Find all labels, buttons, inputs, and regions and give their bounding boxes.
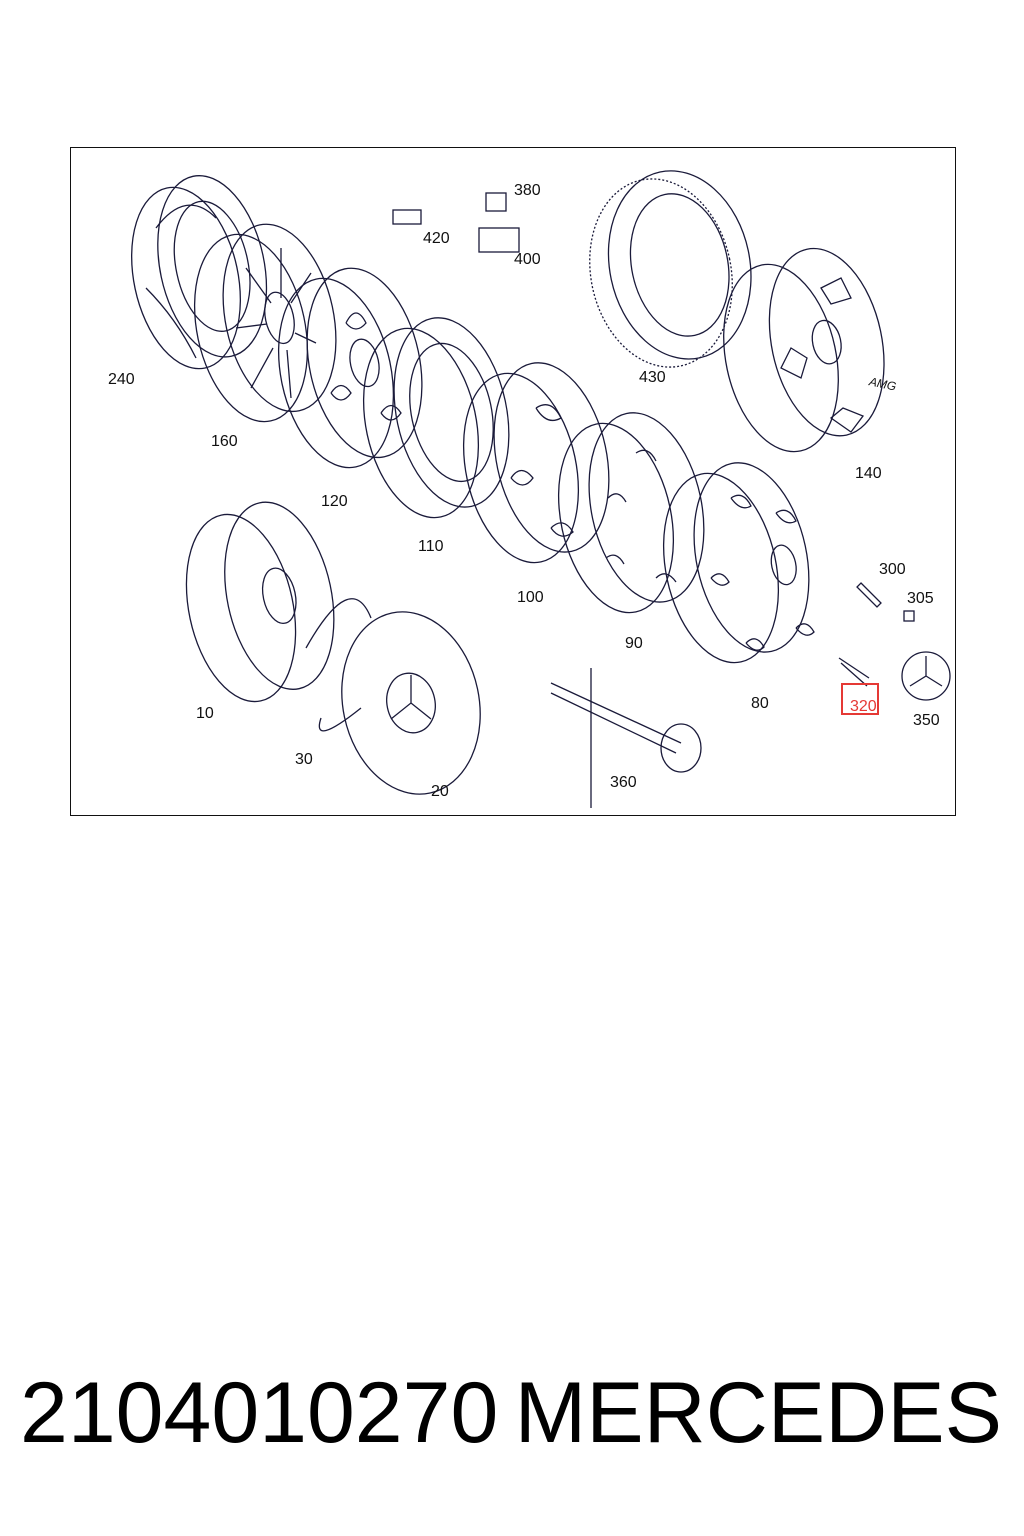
label-120: 120 — [321, 493, 348, 510]
hubcap-20 — [341, 611, 481, 795]
label-20: 20 — [431, 783, 449, 800]
part-number: 2104010270 — [20, 1365, 499, 1461]
ring-30 — [305, 598, 372, 732]
part-400-shape — [478, 227, 520, 253]
tire-430 — [589, 170, 752, 368]
part-420-shape — [392, 209, 422, 225]
cap-305 — [903, 610, 915, 622]
label-305: 305 — [907, 590, 934, 607]
highlight-box-320 — [841, 683, 879, 715]
caption: 2104010270 MERCEDES — [0, 1370, 1024, 1456]
label-380: 380 — [514, 182, 541, 199]
wheel-120 — [277, 267, 423, 469]
exploded-wheel-diagram — [131, 170, 951, 808]
wheel-80 — [662, 462, 815, 664]
label-110: 110 — [418, 538, 444, 555]
label-30: 30 — [295, 751, 313, 768]
label-400: 400 — [514, 251, 541, 268]
label-90: 90 — [625, 635, 643, 652]
wheel-240 — [131, 175, 268, 370]
label-430: 430 — [639, 369, 666, 386]
label-360: 360 — [610, 774, 637, 791]
brand-name: MERCEDES — [514, 1365, 1002, 1461]
label-10: 10 — [196, 705, 214, 722]
wheel-110 — [362, 317, 510, 519]
label-300: 300 — [879, 561, 906, 578]
label-80: 80 — [751, 695, 769, 712]
bolt-320 — [838, 657, 870, 687]
diagram-frame: 240 160 120 110 100 90 80 140 430 420 38… — [70, 147, 956, 816]
label-350: 350 — [913, 712, 940, 729]
label-140: 140 — [855, 465, 882, 482]
wheel-160 — [193, 223, 337, 423]
label-160: 160 — [211, 433, 238, 450]
wheel-100 — [462, 362, 610, 564]
tool-360 — [550, 668, 702, 808]
steel-wheel-10 — [185, 501, 335, 703]
part-380-shape — [485, 192, 507, 212]
label-420: 420 — [423, 230, 450, 247]
label-240: 240 — [108, 371, 135, 388]
wheel-140 — [723, 247, 885, 453]
label-320: 320 — [850, 698, 877, 715]
label-100: 100 — [517, 589, 544, 606]
valve-300 — [856, 582, 882, 608]
emblem-350 — [901, 651, 951, 701]
